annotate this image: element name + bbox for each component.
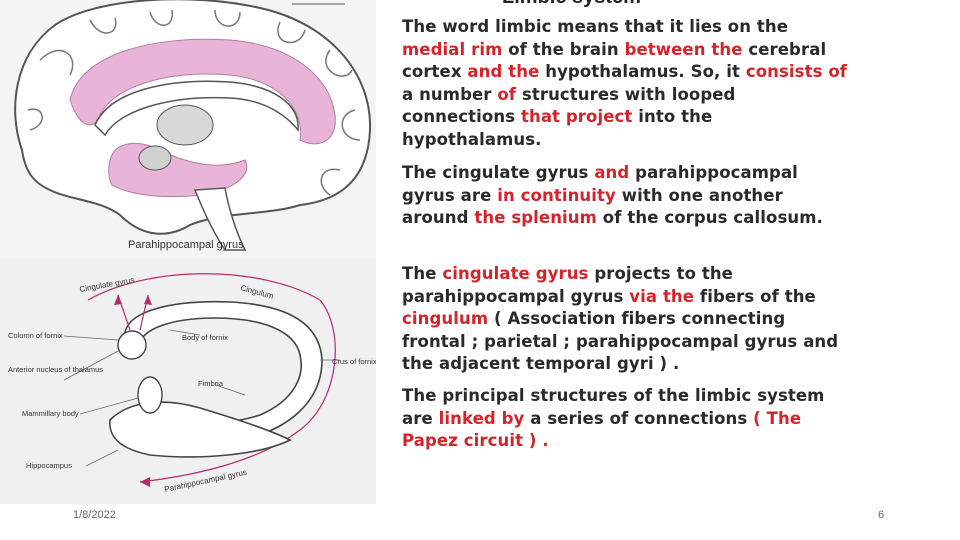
crus-of-fornix-label: Crus of fornix (332, 357, 376, 366)
anterior-nucleus-label: Anterior nucleus of thalamus (8, 365, 103, 374)
footer-date: 1/8/2022 (73, 509, 116, 521)
text-segment: ( The Papez circuit ) . (402, 408, 802, 451)
hippocampus-label: Hippocampus (26, 461, 72, 470)
text-segment: hypothalamus. So, it (539, 62, 746, 81)
arrowhead-right (144, 295, 152, 305)
text-segment: cerebral cortex (402, 39, 827, 82)
corpus-callosum (94, 80, 299, 137)
lower-leader-lines (63, 329, 340, 467)
text-segment: a series of connections (524, 408, 754, 428)
parahippocampal-label-top: Parahippocampal gyrus (128, 239, 244, 251)
text-segment: projects to the parahippocampal gyrus (402, 264, 733, 306)
text-segment: into the hypothalamus. (402, 107, 713, 149)
text-segment: in continuity (497, 185, 616, 205)
body-of-fornix-label: Body of fornix (182, 333, 228, 342)
text-segment: between the (624, 39, 743, 59)
paragraph-4: The principal structures of the limbic s… (402, 385, 852, 453)
thalamus (156, 104, 214, 146)
text-segment: via the (629, 286, 695, 306)
paragraph-1: The word limbic means that it lies on th… (402, 16, 852, 151)
text-segment: with one another around (402, 185, 783, 228)
text-segment: linked by (438, 408, 525, 428)
text-segment: cingulate gyrus (442, 264, 589, 283)
paragraph-3: The cingulate gyrus projects to the para… (402, 263, 852, 376)
text-segment: fibers of the (694, 286, 816, 306)
arc-arrowhead (140, 477, 150, 487)
text-segment: The cingulate gyrus (402, 163, 595, 182)
text-segment: cingulum (402, 309, 489, 328)
text-segment: The (402, 264, 443, 283)
paragraph-2: The cingulate gyrus and parahippocampal … (402, 162, 852, 230)
brain-figure: Parahippocampal gyrus Cingulate gyrus Ci… (0, 0, 376, 504)
cingulum-arc (87, 273, 321, 301)
fimbria-label: Fimbria (198, 379, 224, 388)
slide-heading: Limbic system (502, 0, 641, 9)
text-segment: a number (402, 84, 498, 104)
text-segment: and the (467, 62, 540, 81)
gyri-lines (27, 9, 361, 196)
cingulate-gyrus-highlight (69, 38, 336, 145)
text-segment: The principal structures of the limbic s… (402, 386, 825, 428)
text-segment: and (594, 163, 630, 182)
brainstem (193, 187, 247, 251)
mammillary-body-label: Mammillary body (22, 409, 79, 418)
text-segment: The word limbic means that it lies on th… (402, 17, 789, 36)
text-segment: ( Association fibers connecting frontal … (402, 309, 839, 373)
text-segment: consists of (745, 62, 848, 81)
hippocampus-shape (109, 401, 292, 458)
text-segment: parahippocampal gyrus are (402, 163, 798, 205)
text-segment: the splenium (474, 208, 597, 227)
outer-arc (139, 299, 336, 483)
text-segment: structures with looped connections (402, 84, 736, 127)
text-segment: medial rim (402, 39, 503, 59)
text-segment: of the corpus callosum. (596, 208, 823, 227)
hypothalamus (138, 145, 172, 171)
anterior-nucleus-shape (117, 330, 147, 360)
limbic-system-illustration: Parahippocampal gyrus Cingulate gyrus Ci… (0, 0, 376, 504)
text-segment: of (497, 84, 517, 104)
text-panel: Limbic system The word limbic means that… (376, 0, 960, 504)
mammillary-shape (137, 376, 163, 414)
text-segment: of the brain (502, 39, 625, 59)
text-segment: that project (520, 107, 633, 126)
slide-number: 6 (878, 509, 885, 521)
column-of-fornix-label: Column of fornix (8, 331, 63, 340)
arrowhead-left (114, 295, 122, 305)
